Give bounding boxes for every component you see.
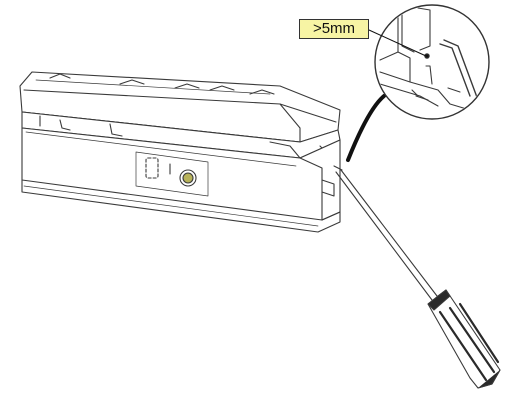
- detail-circle: [374, 4, 490, 120]
- screwdriver-handle: [427, 289, 501, 389]
- power-switch: [145, 157, 171, 179]
- indicator-light: [179, 169, 197, 187]
- callout-leader: [368, 29, 427, 57]
- screwdriver: [333, 165, 501, 389]
- gap-dimension-label: >5mm: [299, 19, 369, 39]
- screwdriver-shaft: [335, 171, 433, 301]
- detail-view: [346, 4, 490, 162]
- detail-connector: [346, 94, 386, 162]
- track-adapter: [19, 71, 341, 233]
